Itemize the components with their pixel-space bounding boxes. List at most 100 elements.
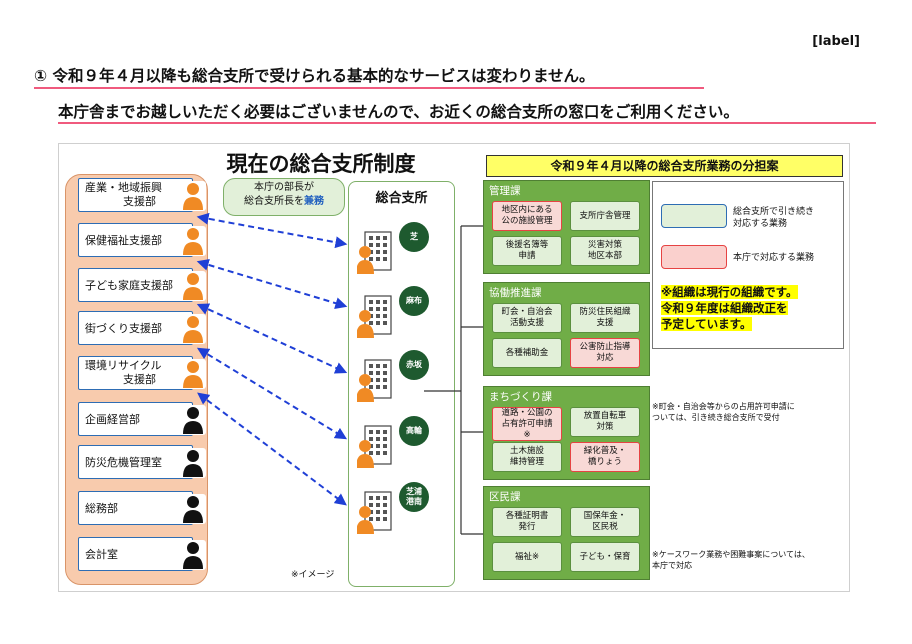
black-person-icon <box>180 448 206 478</box>
concurrent-post-note: 本庁の部長が 総合支所長を兼務 <box>223 178 345 216</box>
task-text: 申請 <box>518 251 536 261</box>
task-text: 区民税 <box>592 522 618 532</box>
department-box: 総務部 <box>78 491 206 525</box>
task-text: 公害防止指導 <box>579 342 631 352</box>
orange-person-icon <box>180 271 206 301</box>
text-line: ついては、引き続き総合支所で受付 <box>652 413 780 422</box>
building-icon <box>356 422 401 474</box>
note-line-2-text: 総合支所長を <box>244 196 304 207</box>
department-name: 保健福祉支援部 <box>85 234 162 247</box>
building-icon <box>356 488 401 540</box>
branch-office-panel: 総合支所 芝麻布赤坂高輪芝浦 港南 <box>348 181 455 587</box>
building-icon <box>356 292 401 344</box>
department-name-line-2: 支援部 <box>123 195 156 208</box>
branch-name-badge: 芝浦 港南 <box>399 482 429 512</box>
task-item: 地区内にある公の施設管理 <box>492 201 562 231</box>
plan-title: 令和９年４月以降の総合支所業務の分担案 <box>486 155 843 177</box>
task-text: ※ <box>523 429 531 440</box>
department-name: 環境リサイクル <box>85 359 162 372</box>
task-text: 発行 <box>518 522 536 532</box>
task-item: 防災住民組織支援 <box>570 303 640 333</box>
image-note: ※イメージ <box>291 570 335 580</box>
orange-person-icon <box>180 181 206 211</box>
branch-office: 麻布 <box>349 286 453 346</box>
department-name: 産業・地域振興 <box>85 181 162 194</box>
department-box: 産業・地域振興支援部 <box>78 178 206 212</box>
task-text: 防災住民組織 <box>579 307 631 317</box>
branch-office: 赤坂 <box>349 350 453 410</box>
legend-green-swatch <box>661 204 727 228</box>
department-box: 街づくり支援部 <box>78 311 206 345</box>
note-line-1: 本庁の部長が <box>254 182 314 193</box>
task-item: 道路・公園の占有許可申請※ <box>492 407 562 441</box>
task-item: 各種補助金 <box>492 338 562 368</box>
department-box: 環境リサイクル支援部 <box>78 356 206 390</box>
branch-office: 高輪 <box>349 416 453 476</box>
department-box: 子ども家庭支援部 <box>78 268 206 302</box>
department-name: 会計室 <box>85 548 118 561</box>
department-box: 防災危機管理室 <box>78 445 206 479</box>
task-text: 維持管理 <box>509 457 544 467</box>
orange-person-icon <box>180 226 206 256</box>
side-note-permit: ※町会・自治会等からの占用許可申請については、引き続き総合支所で受付 <box>652 401 795 423</box>
task-text: 活動支援 <box>509 318 544 328</box>
text-line: 総合支所で引き続き <box>733 207 815 217</box>
branch-name-badge: 芝 <box>399 222 429 252</box>
text-line: ※町会・自治会等からの占用許可申請に <box>652 402 795 411</box>
organization-diagram: 現在の総合支所制度 本庁 産業・地域振興支援部保健福祉支援部子ども家庭支援部街づ… <box>58 143 850 592</box>
task-text: 各種補助金 <box>505 347 549 358</box>
dashed-link-arrow <box>196 212 348 249</box>
task-text: 災害対策 <box>587 240 622 250</box>
orange-person-icon <box>180 314 206 344</box>
branch-name-badge: 赤坂 <box>399 350 429 380</box>
honcho-panel: 本庁 産業・地域振興支援部保健福祉支援部子ども家庭支援部街づくり支援部環境リサイ… <box>65 174 208 585</box>
legend-panel: 総合支所で引き続き対応する業務 本庁で対応する業務 ※組織は現行の組織です。 令… <box>652 181 844 349</box>
branch-name-badge: 麻布 <box>399 286 429 316</box>
branch-office: 芝 <box>349 222 453 282</box>
headline-1: ① 令和９年４月以降も総合支所で受けられる基本的なサービスは変わりません。 <box>34 67 595 85</box>
department-box: 保健福祉支援部 <box>78 223 206 257</box>
text-line: 本庁で対応 <box>652 561 692 570</box>
legend-note-line-2: 令和９年度は組織改正を <box>661 301 788 315</box>
department-name: 街づくり支援部 <box>85 322 162 335</box>
department-box: 会計室 <box>78 537 206 571</box>
task-item: 放置自転車対策 <box>570 407 640 437</box>
department-name-line-2: 支援部 <box>123 373 156 386</box>
legend-green-text: 総合支所で引き続き対応する業務 <box>733 206 814 230</box>
legend-note-line-3: 予定しています。 <box>661 317 752 331</box>
task-text: 土木施設 <box>509 446 544 456</box>
black-person-icon <box>180 405 206 435</box>
task-item: 公害防止指導対応 <box>570 338 640 368</box>
department-box: 企画経営部 <box>78 402 206 436</box>
section-box: 管理課地区内にある公の施設管理支所庁舎管理後援名簿等申請災害対策地区本部 <box>483 180 650 274</box>
note-line-2: 総合支所長を兼務 <box>224 195 344 209</box>
black-person-icon <box>180 494 206 524</box>
task-text: 橋りょう <box>587 457 622 467</box>
headline-1-underline <box>34 87 704 89</box>
task-text: 放置自転車 <box>583 411 627 421</box>
building-icon <box>356 356 401 408</box>
dashed-link-arrow <box>196 303 348 374</box>
note-emphasis: 兼務 <box>304 196 324 207</box>
black-person-icon <box>180 540 206 570</box>
text-line: 対応する業務 <box>733 219 788 229</box>
task-item: 各種証明書発行 <box>492 507 562 537</box>
task-text: 支援 <box>596 318 614 328</box>
orange-person-icon <box>180 359 206 389</box>
section-box: 協働推進課町会・自治会活動支援防災住民組織支援各種補助金公害防止指導対応 <box>483 282 650 376</box>
side-note-casework: ※ケースワーク業務や困難事案については、本庁で対応 <box>652 549 810 571</box>
task-text: 対応 <box>596 353 614 363</box>
task-text: 後援名簿等 <box>505 240 549 250</box>
dashed-link-arrow <box>196 259 348 309</box>
task-text: 子ども・保育 <box>579 551 631 562</box>
headline-2-underline <box>58 122 876 124</box>
reference-label: [label] <box>812 34 860 49</box>
task-text: 占有許可申請 <box>501 418 553 429</box>
task-item: 国保年金・区民税 <box>570 507 640 537</box>
task-text: 地区本部 <box>587 251 622 261</box>
section-title: 管理課 <box>489 185 521 197</box>
section-box: まちづくり課道路・公園の占有許可申請※放置自転車対策土木施設維持管理緑化普及・橋… <box>483 386 650 480</box>
branch-office: 芝浦 港南 <box>349 482 453 542</box>
task-item: 災害対策地区本部 <box>570 236 640 266</box>
task-text: 対策 <box>596 422 614 432</box>
